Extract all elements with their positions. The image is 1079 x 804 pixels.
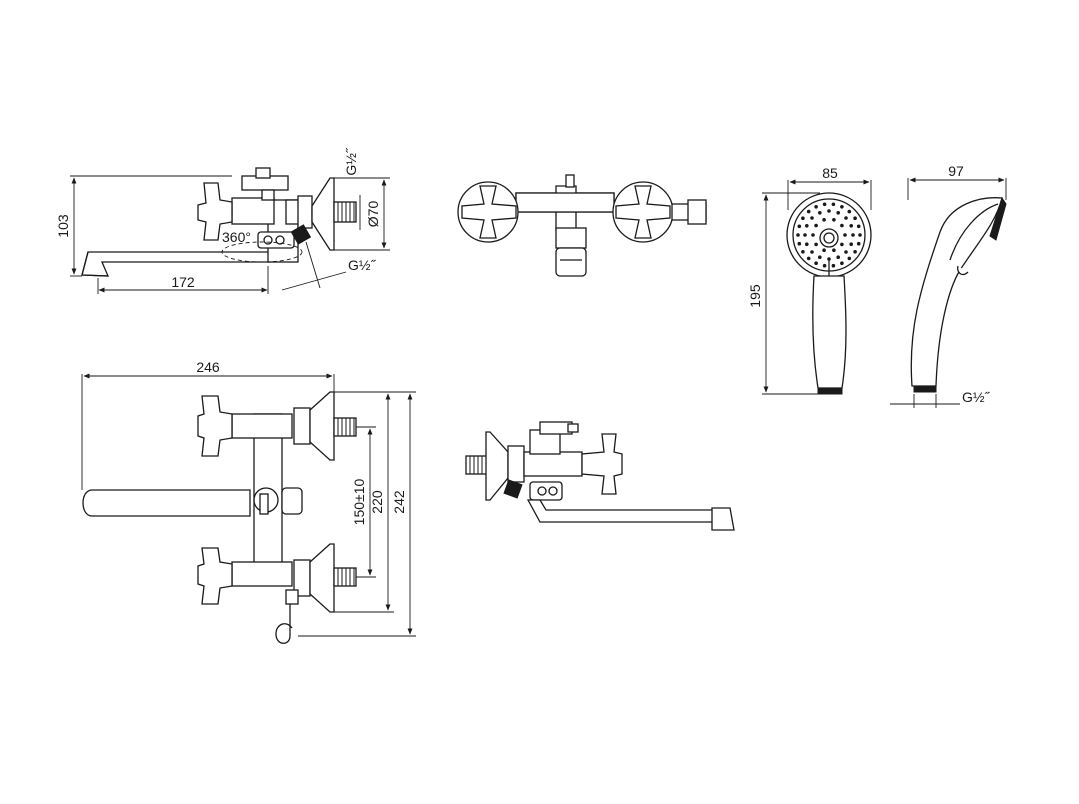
label-shower-depth: 97 bbox=[948, 163, 964, 179]
nozzle-dot bbox=[797, 224, 802, 229]
nozzle-dot bbox=[814, 261, 818, 266]
nozzle-dot bbox=[822, 263, 827, 268]
nozzle-dot bbox=[853, 216, 857, 220]
label-outlet-thread: G½˝ bbox=[348, 257, 377, 273]
nozzle-dot bbox=[840, 242, 844, 247]
nozzle-dot bbox=[814, 205, 818, 209]
nozzle-dot bbox=[858, 233, 862, 237]
side-view: 103 172 360° G½˝ Ø70 G½˝ bbox=[55, 147, 390, 294]
nozzle-dot bbox=[847, 209, 852, 214]
nozzle-dot bbox=[843, 233, 847, 237]
label-side-height: 103 bbox=[55, 214, 71, 238]
nozzle-dot bbox=[856, 224, 861, 229]
nozzle-dot bbox=[810, 216, 814, 220]
nozzle-dot bbox=[836, 255, 840, 259]
nozzle-dot bbox=[818, 255, 822, 259]
nozzle-dot bbox=[831, 263, 836, 268]
nozzle-dot bbox=[827, 209, 831, 213]
label-spout-length: 172 bbox=[171, 274, 195, 290]
nozzle-dot bbox=[849, 242, 853, 246]
nozzle-dot bbox=[806, 256, 811, 261]
label-flange-diameter: Ø70 bbox=[365, 201, 381, 228]
nozzle-dot bbox=[805, 242, 809, 246]
rear-side-view bbox=[465, 421, 735, 531]
nozzle-dot bbox=[851, 233, 855, 237]
label-shower-thread: G½˝ bbox=[962, 389, 991, 405]
label-swivel: 360° bbox=[222, 229, 251, 245]
nozzle-dot bbox=[831, 202, 836, 207]
nozzle-dot bbox=[847, 256, 852, 261]
front-view: 246 150±10 220 242 bbox=[81, 359, 416, 644]
nozzle-dot bbox=[814, 242, 818, 247]
nozzle-dot bbox=[856, 241, 861, 246]
nozzle-dot bbox=[810, 250, 814, 254]
label-shower-length: 195 bbox=[747, 284, 763, 308]
label-center-distance: 150±10 bbox=[351, 478, 367, 525]
label-height-220: 220 bbox=[369, 490, 385, 514]
nozzle-dot bbox=[822, 202, 827, 207]
nozzle-dot bbox=[822, 218, 826, 222]
nozzle-dot bbox=[853, 250, 857, 254]
nozzle-dot bbox=[822, 248, 826, 252]
label-head-width: 85 bbox=[822, 165, 838, 181]
nozzle-dot bbox=[840, 223, 844, 228]
label-height-242: 242 bbox=[391, 490, 407, 514]
nozzle-dot bbox=[797, 241, 802, 246]
nozzle-dot bbox=[796, 233, 800, 237]
nozzle-dot bbox=[814, 223, 818, 228]
label-wall-thread-top: G½˝ bbox=[343, 147, 359, 176]
nozzle-dot bbox=[832, 218, 836, 222]
nozzle-dot bbox=[806, 209, 811, 214]
nozzle-dot bbox=[840, 261, 844, 266]
nozzle-dot bbox=[844, 216, 848, 220]
nozzle-dot bbox=[836, 211, 840, 215]
nozzle-dot bbox=[818, 211, 822, 215]
nozzle-dot bbox=[801, 250, 805, 254]
nozzle-dot bbox=[803, 233, 807, 237]
top-view bbox=[457, 174, 707, 277]
nozzle-dot bbox=[844, 250, 848, 254]
label-total-width: 246 bbox=[196, 359, 220, 375]
nozzle-dot bbox=[811, 233, 815, 237]
shower-nozzles bbox=[796, 202, 862, 268]
nozzle-dot bbox=[801, 216, 805, 220]
nozzle-dot bbox=[840, 205, 844, 209]
nozzle-dot bbox=[849, 224, 853, 228]
nozzle-dot bbox=[832, 248, 836, 252]
shower-side-view: 97 G½˝ bbox=[890, 163, 1007, 408]
shower-front-view: 85 195 bbox=[747, 165, 872, 395]
nozzle-dot bbox=[805, 224, 809, 228]
